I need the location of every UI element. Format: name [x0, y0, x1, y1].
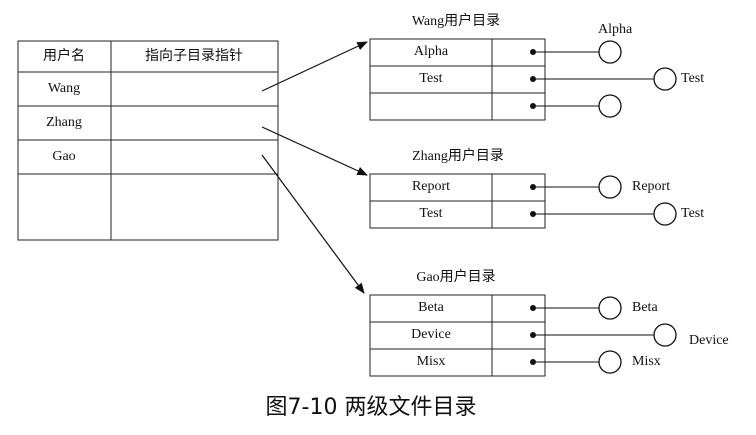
file-node-device	[653, 323, 677, 347]
wang-directory-title: Wang用户目录	[411, 14, 501, 29]
file-node-unnamed	[598, 94, 622, 118]
file-label-beta: Beta	[632, 300, 658, 315]
file-label-alpha: Alpha	[598, 22, 633, 37]
gao-entry-beta: Beta	[418, 300, 444, 315]
file-node-misx	[598, 350, 622, 374]
zhang-entry-report: Report	[411, 179, 451, 194]
master-directory-table	[17, 40, 279, 241]
file-node-alpha	[598, 40, 622, 64]
arrow-to-gao	[261, 154, 365, 294]
arrow-to-wang	[261, 41, 368, 92]
file-label-test-wang: Test	[681, 71, 705, 86]
file-label-report: Report	[632, 179, 671, 194]
gao-directory-table	[369, 294, 546, 377]
file-node-report	[598, 175, 622, 199]
gao-entry-device: Device	[411, 327, 451, 342]
mfd-header-pointer: 指向子目录指针	[145, 49, 243, 64]
wang-entry-test: Test	[419, 71, 443, 86]
file-label-misx: Misx	[632, 354, 661, 369]
zhang-directory-table	[369, 173, 546, 229]
zhang-entry-test: Test	[419, 206, 443, 221]
wang-entry-alpha: Alpha	[413, 44, 449, 59]
mfd-header-username: 用户名	[43, 49, 85, 64]
file-label-device: Device	[689, 333, 729, 348]
file-node-test-wang	[653, 67, 677, 91]
file-node-beta	[598, 296, 622, 320]
mfd-user-zhang: Zhang	[46, 115, 82, 130]
figure-caption: 图7-10 两级文件目录	[265, 395, 477, 420]
mfd-user-wang: Wang	[47, 81, 81, 96]
wang-directory-table	[369, 38, 546, 121]
zhang-directory-title: Zhang用户目录	[412, 149, 504, 164]
arrow-to-zhang	[261, 126, 368, 176]
gao-entry-misx: Misx	[416, 354, 446, 369]
file-label-test-zhang: Test	[681, 206, 705, 221]
mfd-user-gao: Gao	[52, 149, 76, 164]
gao-directory-title: Gao用户目录	[416, 270, 496, 285]
file-node-test-zhang	[653, 202, 677, 226]
